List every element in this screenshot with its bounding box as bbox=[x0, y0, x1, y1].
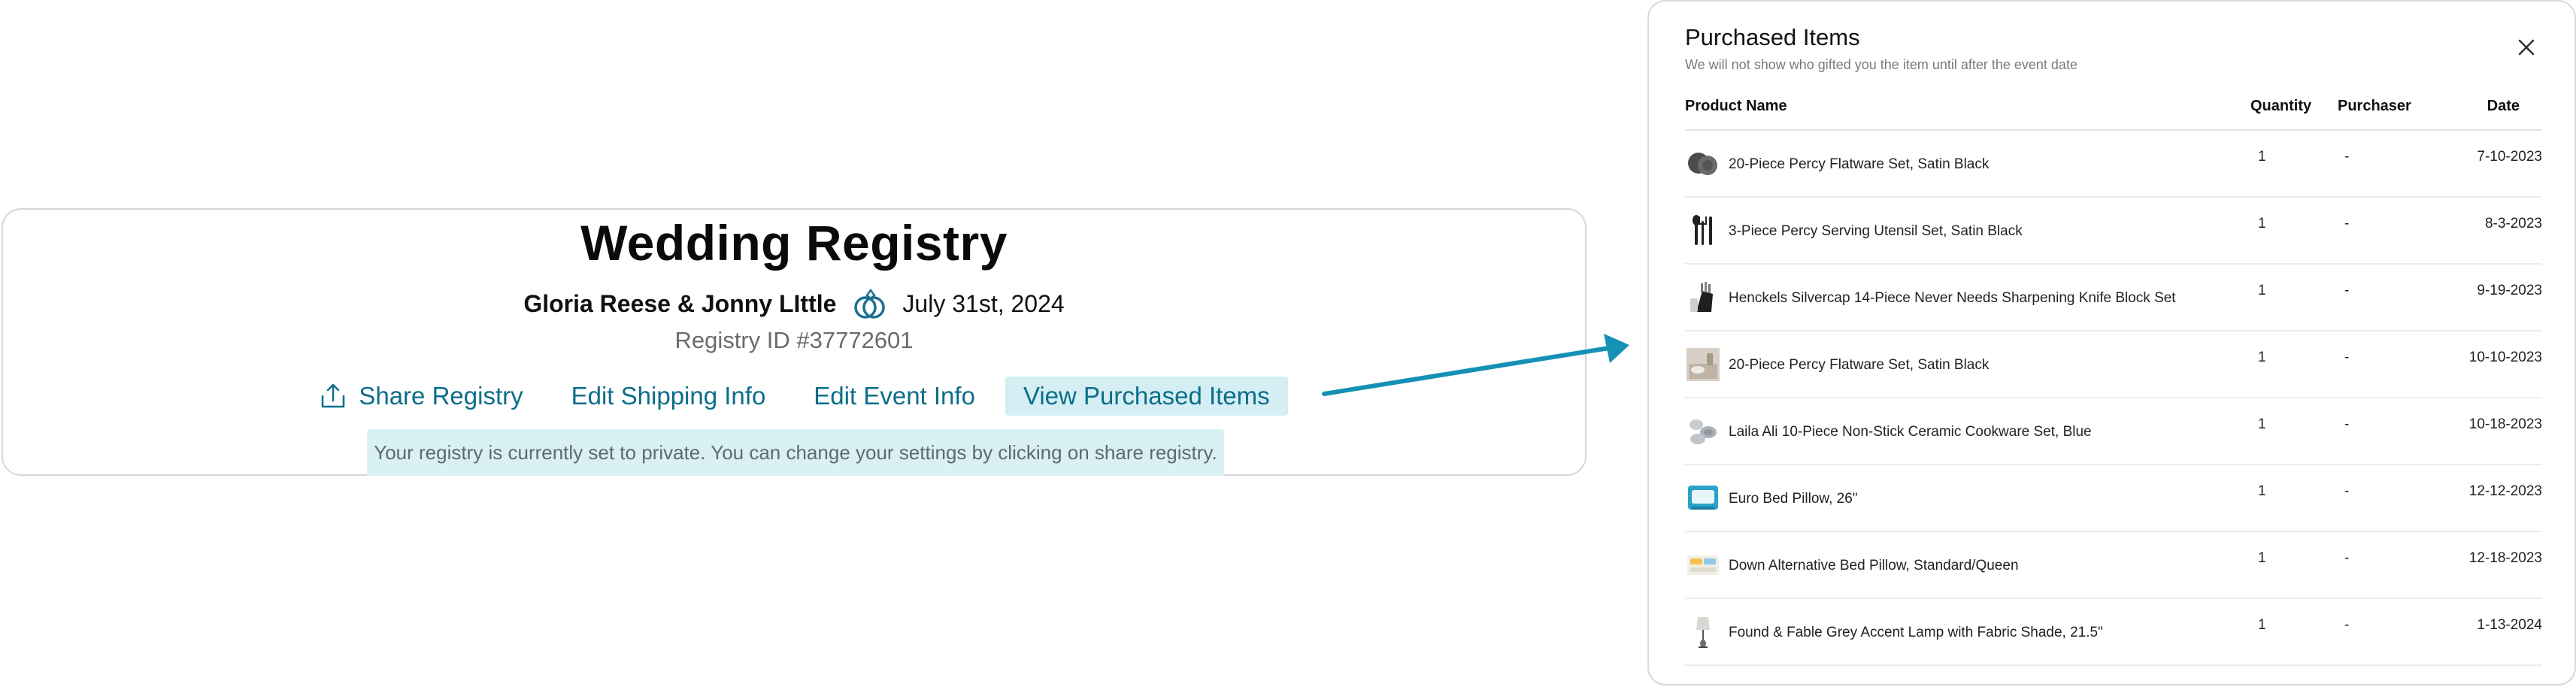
purchase-date: 10-10-2023 bbox=[2468, 350, 2542, 365]
lamp-icon bbox=[1685, 614, 1721, 650]
purchaser: - bbox=[2344, 216, 2350, 232]
quantity: 1 bbox=[2258, 283, 2266, 298]
purchase-date: 10-18-2023 bbox=[2468, 416, 2542, 432]
privacy-notice: Your registry is currently set to privat… bbox=[367, 429, 1224, 476]
product-name: 20-Piece Percy Flatware Set, Satin Black bbox=[1729, 156, 1990, 172]
purchaser: - bbox=[2344, 149, 2350, 165]
header-quantity: Quantity bbox=[2250, 98, 2312, 114]
view-purchased-items-button[interactable]: View Purchased Items bbox=[1005, 377, 1288, 416]
flatware-photo-icon bbox=[1685, 347, 1721, 383]
purchaser: - bbox=[2344, 550, 2350, 566]
pillow-icon bbox=[1685, 480, 1721, 516]
pointer-arrow bbox=[1322, 334, 1629, 396]
couple-row: Gloria Reese & Jonny LIttle July 31st, 2… bbox=[3, 286, 1585, 321]
share-registry-label: Share Registry bbox=[359, 382, 523, 410]
purchase-date: 12-18-2023 bbox=[2468, 550, 2542, 566]
table-row: Laila Ali 10-Piece Non-Stick Ceramic Coo… bbox=[1685, 398, 2542, 465]
pillow-pack-icon bbox=[1685, 547, 1721, 583]
header-date: Date bbox=[2487, 98, 2520, 114]
table-row: 20-Piece Percy Flatware Set, Satin Black… bbox=[1685, 331, 2542, 398]
purchaser: - bbox=[2344, 416, 2350, 432]
table-row: 3-Piece Percy Serving Utensil Set, Satin… bbox=[1685, 198, 2542, 265]
product-name: Down Alternative Bed Pillow, Standard/Qu… bbox=[1729, 558, 2019, 574]
purchase-date: 7-10-2023 bbox=[2477, 149, 2542, 165]
table-row: Found & Fable Grey Accent Lamp with Fabr… bbox=[1685, 599, 2542, 666]
share-registry-button[interactable]: Share Registry bbox=[300, 377, 541, 416]
panel-title: Purchased Items bbox=[1685, 24, 1860, 50]
panel-subtitle: We will not show who gifted you the item… bbox=[1685, 57, 2077, 72]
dish-icon bbox=[1685, 146, 1721, 182]
wedding-rings-icon bbox=[851, 286, 887, 321]
registry-title: Wedding Registry bbox=[580, 215, 1008, 271]
quantity: 1 bbox=[2258, 216, 2266, 232]
header-purchaser: Purchaser bbox=[2338, 98, 2411, 114]
table-row: Down Alternative Bed Pillow, Standard/Qu… bbox=[1685, 532, 2542, 599]
purchased-items-table: 20-Piece Percy Flatware Set, Satin Black… bbox=[1685, 131, 2542, 666]
purchaser: - bbox=[2344, 350, 2350, 365]
close-icon bbox=[2518, 39, 2535, 56]
purchaser: - bbox=[2344, 617, 2350, 633]
registry-card: Wedding Registry Gloria Reese & Jonny LI… bbox=[2, 208, 1587, 476]
header-product-name: Product Name bbox=[1685, 98, 1787, 114]
quantity: 1 bbox=[2258, 416, 2266, 432]
purchased-items-panel: Purchased Items We will not show who gif… bbox=[1647, 0, 2576, 685]
edit-event-info-button[interactable]: Edit Event Info bbox=[814, 382, 975, 410]
purchaser: - bbox=[2344, 283, 2350, 298]
purchaser: - bbox=[2344, 483, 2350, 499]
share-icon bbox=[318, 381, 348, 411]
product-name: 3-Piece Percy Serving Utensil Set, Satin… bbox=[1729, 223, 2023, 239]
edit-shipping-info-button[interactable]: Edit Shipping Info bbox=[571, 382, 766, 410]
product-name: Laila Ali 10-Piece Non-Stick Ceramic Coo… bbox=[1729, 424, 2092, 440]
quantity: 1 bbox=[2258, 483, 2266, 499]
table-header: Product Name Quantity Purchaser Date bbox=[1685, 98, 2542, 131]
table-row: 20-Piece Percy Flatware Set, Satin Black… bbox=[1685, 131, 2542, 198]
event-date: July 31st, 2024 bbox=[902, 289, 1065, 317]
quantity: 1 bbox=[2258, 350, 2266, 365]
registry-actions: Share Registry Edit Shipping Info Edit E… bbox=[3, 377, 1585, 416]
quantity: 1 bbox=[2258, 149, 2266, 165]
couple-names: Gloria Reese & Jonny LIttle bbox=[523, 289, 837, 317]
product-name: 20-Piece Percy Flatware Set, Satin Black bbox=[1729, 357, 1990, 373]
product-name: Henckels Silvercap 14-Piece Never Needs … bbox=[1729, 290, 2176, 306]
purchase-date: 8-3-2023 bbox=[2484, 216, 2542, 232]
quantity: 1 bbox=[2258, 550, 2266, 566]
close-button[interactable] bbox=[2515, 36, 2538, 59]
registry-id: Registry ID #37772601 bbox=[674, 327, 914, 353]
product-name: Euro Bed Pillow, 26" bbox=[1729, 491, 1858, 507]
knife-block-icon bbox=[1685, 280, 1721, 316]
table-row: Henckels Silvercap 14-Piece Never Needs … bbox=[1685, 265, 2542, 331]
cookware-icon bbox=[1685, 413, 1721, 449]
table-row: Euro Bed Pillow, 26" 1 - 12-12-2023 bbox=[1685, 465, 2542, 532]
purchase-date: 1-13-2024 bbox=[2477, 617, 2542, 633]
purchase-date: 12-12-2023 bbox=[2468, 483, 2542, 499]
purchase-date: 9-19-2023 bbox=[2477, 283, 2542, 298]
quantity: 1 bbox=[2258, 617, 2266, 633]
product-name: Found & Fable Grey Accent Lamp with Fabr… bbox=[1729, 625, 2103, 640]
utensils-icon bbox=[1685, 213, 1721, 249]
